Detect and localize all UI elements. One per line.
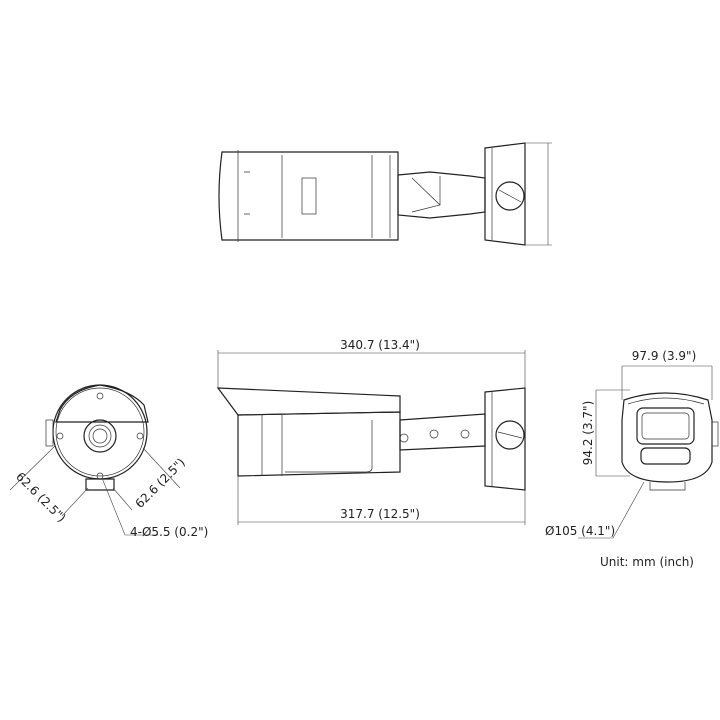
mount-holes-label: 4-Ø5.5 (0.2") <box>130 525 208 539</box>
overall-length-label: 340.7 (13.4") <box>340 338 420 352</box>
front-height-label: 94.2 (3.7") <box>581 401 595 466</box>
mount-diameter-label: Ø105 (4.1") <box>545 524 615 538</box>
top-view <box>218 142 552 246</box>
side-view: 340.7 (13.4") 317.7 (12.5") <box>216 338 526 525</box>
hole-spacing-left-label: 62.6 (2.5") <box>13 469 69 525</box>
body-length-label: 317.7 (12.5") <box>340 507 420 521</box>
unit-note: Unit: mm (inch) <box>600 555 694 569</box>
front-width-label: 97.9 (3.9") <box>632 349 697 363</box>
front-view: 97.9 (3.9") 94.2 (3.7") Ø105 (4.1") <box>545 349 719 539</box>
rear-view: 62.6 (2.5") 62.6 (2.5") 4-Ø5.5 (0.2") <box>9 384 208 539</box>
hole-spacing-right-label: 62.6 (2.5") <box>132 455 188 511</box>
